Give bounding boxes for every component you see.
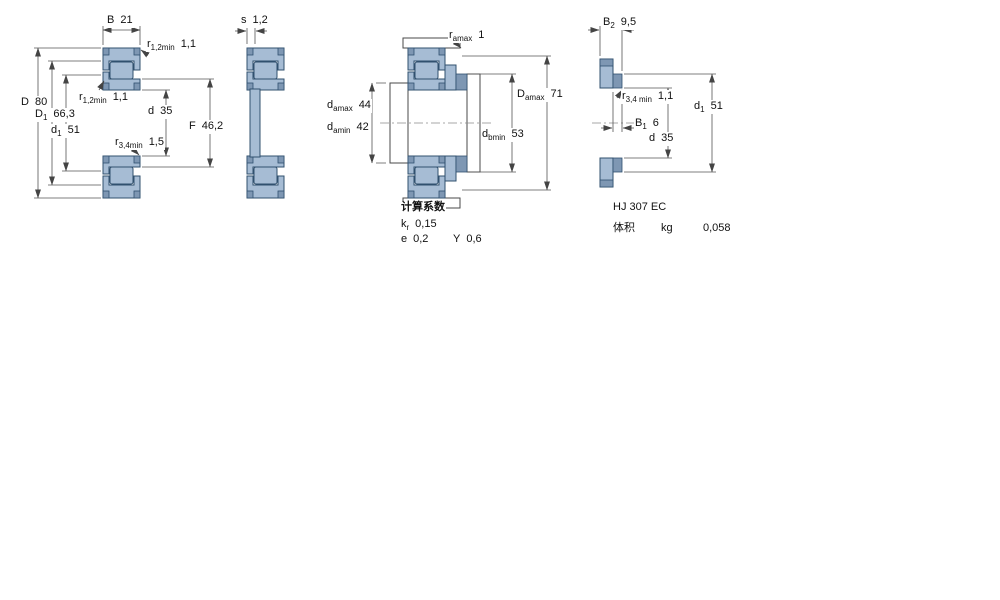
dimension-lines-s	[235, 27, 267, 44]
calc-factors-heading: 计算系数	[400, 201, 446, 214]
mass-value: 0,058	[702, 222, 732, 235]
dimension-lines-mounting	[369, 39, 551, 191]
angle-ring-section-bottom	[444, 155, 457, 182]
ring-section-view	[235, 27, 285, 199]
mass-unit: kg	[660, 222, 674, 235]
angle-ring-section-top	[444, 64, 457, 91]
dimension-lines-main	[34, 26, 214, 199]
angle-ring-lip-bottom	[612, 157, 623, 173]
chamfer-shade	[599, 179, 614, 188]
connecting-section	[249, 88, 261, 158]
ring-designation: HJ 307 EC	[612, 201, 668, 214]
angle-ring-lip-bottom	[455, 155, 468, 173]
bearing-cross-section-view	[34, 26, 214, 199]
chamfer-shade	[599, 58, 614, 67]
angle-ring-lip-top	[612, 73, 623, 89]
angle-ring-lip-top	[455, 73, 468, 91]
mounting-view	[369, 37, 551, 209]
mass-label: 体积	[612, 222, 636, 235]
